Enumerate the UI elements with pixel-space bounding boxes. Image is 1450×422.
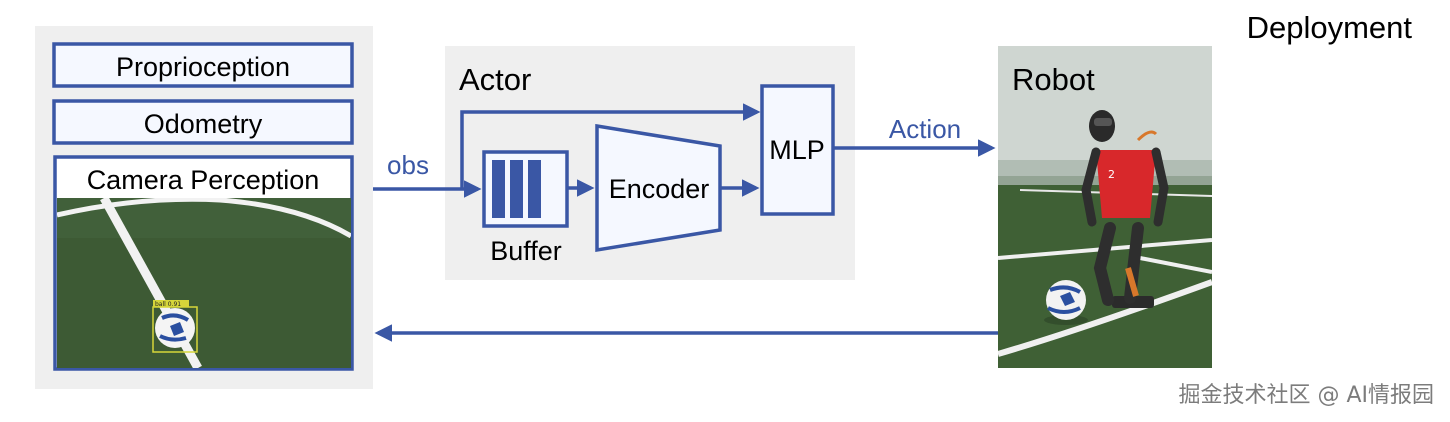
encoder-label: Encoder (609, 174, 710, 204)
robot-title: Robot (1012, 62, 1095, 97)
arrows (373, 103, 998, 342)
mlp-label: MLP (769, 135, 825, 165)
buffer-block: Buffer (482, 150, 569, 266)
odometry-label: Odometry (144, 109, 263, 139)
camera-image: ball 0.91 (57, 198, 351, 368)
field-line (1139, 256, 1212, 274)
detection-tag: ball 0.91 (155, 301, 181, 308)
diagram-title: Deployment (1247, 10, 1413, 45)
observation-panel: Proprioception Odometry Camera Perceptio… (35, 26, 373, 389)
field-line (998, 279, 1212, 357)
actor-title: Actor (459, 62, 531, 97)
mlp-block: MLP (760, 84, 835, 216)
proprioception-label: Proprioception (116, 52, 290, 82)
soccer-ball (1044, 280, 1088, 325)
odometry-box: Odometry (52, 99, 354, 145)
robot-image: 2 (998, 46, 1212, 368)
actor-panel: Actor Buffer Encoder MLP (445, 46, 855, 280)
camera-perception-label: Camera Perception (87, 165, 320, 195)
humanoid-robot: 2 (1081, 110, 1169, 308)
camera-perception-box: Camera Perception ball 0.91 (53, 155, 354, 371)
obs-label: obs (387, 150, 429, 180)
arrow-obs-to-mlp (460, 103, 761, 189)
jersey-number: 2 (1108, 168, 1115, 181)
watermark: 掘金技术社区 @ AI情报园 (1178, 383, 1434, 408)
buffer-label: Buffer (490, 236, 562, 266)
encoder-block: Encoder (595, 123, 722, 253)
action-label: Action (889, 114, 961, 144)
proprioception-box: Proprioception (52, 42, 354, 88)
ball-detection: ball 0.91 (152, 300, 198, 353)
